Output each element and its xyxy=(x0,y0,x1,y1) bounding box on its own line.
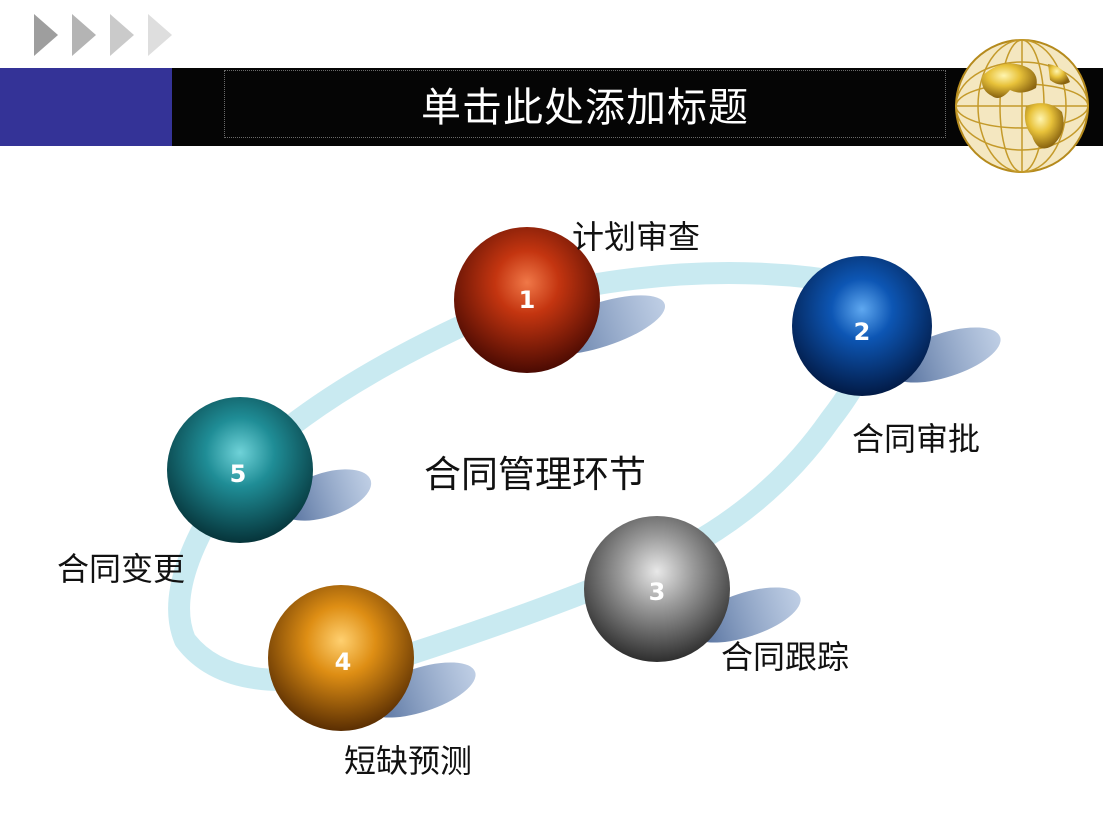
step-1-number: 1 xyxy=(519,286,536,314)
step-4-sphere[interactable]: 4 xyxy=(268,585,414,731)
step-1-label: 计划审查 xyxy=(572,218,701,256)
header-bar xyxy=(0,68,1103,146)
step-5-number: 5 xyxy=(230,460,247,488)
step-2-label: 合同审批 xyxy=(852,420,981,458)
step-2-sphere[interactable]: 2 xyxy=(792,256,932,396)
step-5-sphere[interactable]: 5 xyxy=(167,397,313,543)
chevron-right-icon xyxy=(72,14,96,56)
title-placeholder[interactable]: 单击此处添加标题 xyxy=(224,70,946,138)
header-accent-block xyxy=(0,68,172,146)
step-4-number: 4 xyxy=(335,648,352,676)
step-3-number: 3 xyxy=(649,578,666,606)
step-4-label: 短缺预测 xyxy=(344,742,473,780)
step-3-label: 合同跟踪 xyxy=(721,638,850,676)
chevrons-decoration xyxy=(34,14,172,56)
step-2-number: 2 xyxy=(854,318,871,346)
globe-icon xyxy=(955,39,1089,173)
chevron-right-icon xyxy=(110,14,134,56)
step-3-sphere[interactable]: 3 xyxy=(584,516,730,662)
chevron-right-icon xyxy=(34,14,58,56)
step-1-sphere[interactable]: 1 xyxy=(454,227,600,373)
step-5-label: 合同变更 xyxy=(57,550,186,588)
chevron-right-icon xyxy=(148,14,172,56)
center-label: 合同管理环节 xyxy=(424,453,646,496)
slide-title: 单击此处添加标题 xyxy=(421,85,749,131)
